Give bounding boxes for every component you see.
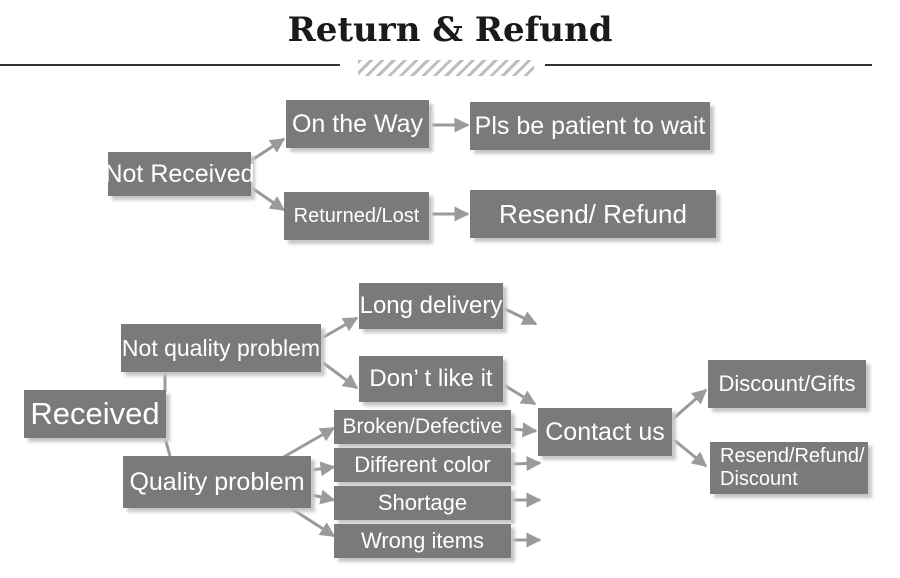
node-wrong-items: Wrong items	[334, 524, 511, 558]
arrow-dont-like-to-contact	[503, 383, 537, 406]
node-pls-wait: Pls be patient to wait	[470, 102, 710, 150]
node-received: Received	[24, 390, 166, 438]
arrow-not-quality-to-dont-like	[321, 360, 359, 390]
arrow-quality-to-broken	[281, 426, 336, 460]
node-discount-gifts: Discount/Gifts	[708, 360, 866, 408]
node-resend-refund-discount: Resend/Refund/ Discount	[710, 442, 868, 494]
arrow-contact-to-resend	[673, 438, 708, 468]
arrow-contact-to-discount	[673, 388, 708, 420]
node-shortage: Shortage	[334, 486, 511, 520]
arrow-broken-to-contact	[511, 422, 538, 438]
arrow-not-received-to-returned-lost	[251, 186, 286, 212]
node-broken-defective: Broken/Defective	[334, 410, 511, 444]
line-received-to-quality	[163, 437, 172, 457]
arrow-not-quality-to-long-delivery	[321, 316, 359, 340]
arrow-quality-to-color	[311, 461, 336, 477]
arrow-quality-to-shortage	[311, 489, 336, 505]
arrow-quality-to-wrong	[285, 503, 336, 538]
title-hatch-divider	[358, 60, 534, 76]
arrow-color-out	[511, 455, 542, 471]
arrow-long-delivery-out	[502, 306, 538, 326]
node-long-delivery: Long delivery	[359, 283, 503, 329]
node-contact-us: Contact us	[538, 408, 672, 456]
node-on-the-way: On the Way	[286, 100, 429, 148]
node-not-received: Not Received	[104, 152, 255, 196]
node-different-color: Different color	[334, 448, 511, 482]
node-resend-refund: Resend/ Refund	[470, 190, 716, 238]
node-not-quality-problem: Not quality problem	[121, 324, 321, 372]
title-rule-left	[0, 64, 340, 66]
title-rule-right	[545, 64, 872, 66]
node-quality-problem: Quality problem	[123, 456, 311, 508]
arrow-not-received-to-on-the-way	[251, 137, 286, 162]
node-dont-like-it: Don’ t like it	[359, 356, 503, 402]
page-title: Return & Refund	[287, 10, 613, 50]
node-returned-lost: Returned/Lost	[284, 192, 429, 240]
